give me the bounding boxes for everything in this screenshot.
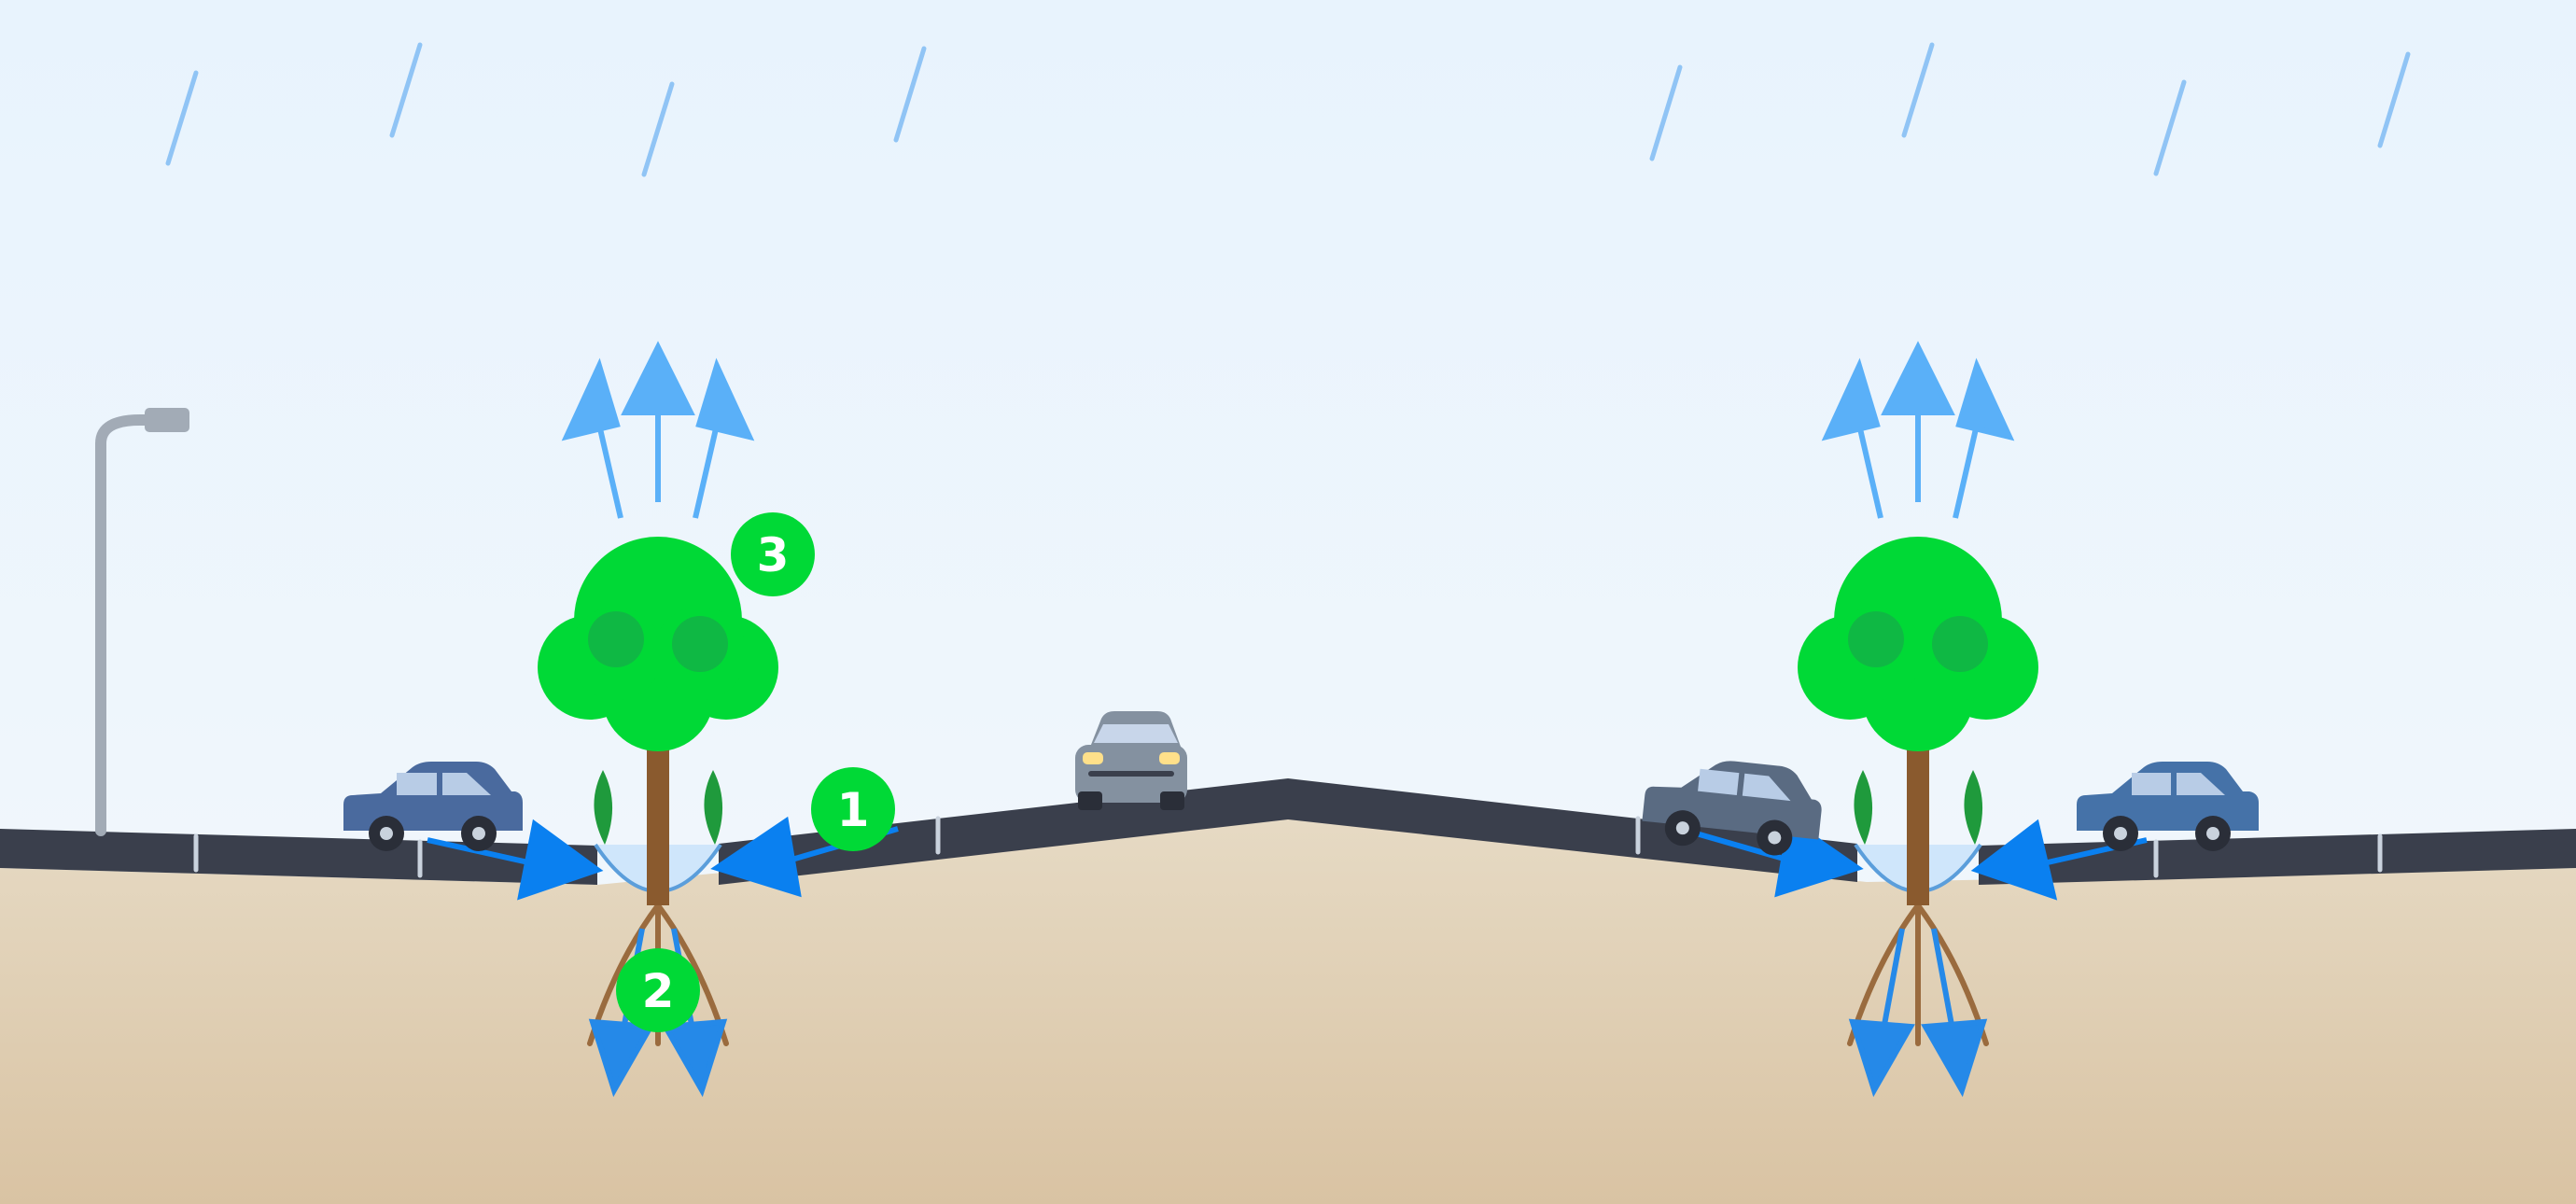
arrow-icon bbox=[517, 819, 604, 901]
car-icon bbox=[1075, 711, 1187, 810]
ground bbox=[0, 818, 2576, 1204]
grass-blade bbox=[594, 770, 613, 845]
grass-blade bbox=[1854, 770, 1873, 845]
canopy-spot bbox=[1848, 611, 1904, 667]
tree-unit-left bbox=[427, 341, 899, 1098]
arrow-icon bbox=[1774, 816, 1864, 898]
lane-markings bbox=[193, 816, 2383, 878]
runoff-arrows bbox=[1679, 816, 2148, 901]
badge-label: 3 bbox=[757, 528, 790, 582]
road-center bbox=[719, 778, 1857, 885]
canopy-spot bbox=[1932, 616, 1988, 672]
infiltration-arrows bbox=[1848, 928, 1988, 1098]
rain-drop-icon bbox=[641, 81, 675, 177]
rain-drop-icon bbox=[165, 70, 199, 166]
grass-blade bbox=[1964, 770, 1983, 845]
rain-drop-icon bbox=[389, 42, 423, 138]
arrow-icon bbox=[588, 1018, 655, 1098]
car-icon bbox=[1642, 761, 1822, 856]
arrow-icon bbox=[661, 1018, 728, 1098]
rain-drop-icon bbox=[2153, 79, 2187, 176]
rain-drop-icon bbox=[1901, 42, 1935, 138]
tree-unit-right bbox=[1679, 341, 2148, 1098]
rain-drop-icon bbox=[2377, 51, 2411, 148]
arrow-icon bbox=[695, 357, 755, 441]
tree-icon bbox=[1798, 537, 2038, 751]
infiltration-arrows bbox=[588, 928, 728, 1098]
arrow-icon bbox=[710, 816, 802, 898]
badge-evapotranspiration: 3 bbox=[731, 512, 815, 596]
tree-icon bbox=[538, 537, 778, 751]
car-icon bbox=[343, 762, 523, 851]
arrow-icon bbox=[621, 341, 695, 415]
car-icon bbox=[2077, 762, 2259, 851]
canopy-spot bbox=[588, 611, 644, 667]
arrow-icon bbox=[1921, 1018, 1988, 1098]
rain-drops bbox=[165, 42, 2411, 177]
arrow-icon bbox=[1821, 357, 1881, 441]
evaporation-arrows bbox=[561, 341, 755, 519]
grass-blade bbox=[704, 770, 723, 845]
badge-infiltration: 2 bbox=[616, 948, 700, 1032]
canopy-spot bbox=[672, 616, 728, 672]
arrow-icon bbox=[1970, 819, 2058, 901]
arrow-icon bbox=[561, 357, 621, 441]
streetlight-icon bbox=[95, 408, 189, 836]
tree-trunk bbox=[1907, 737, 1929, 905]
badge-label: 1 bbox=[837, 783, 870, 837]
evaporation-arrows bbox=[1821, 341, 2015, 519]
rain-drop-icon bbox=[1649, 64, 1683, 161]
tree-trunk bbox=[647, 737, 669, 905]
badge-label: 2 bbox=[642, 964, 675, 1018]
rain-drop-icon bbox=[893, 46, 927, 143]
arrow-icon bbox=[1848, 1018, 1915, 1098]
arrow-icon bbox=[1955, 357, 2015, 441]
arrow-icon bbox=[1881, 341, 1955, 415]
badge-runoff: 1 bbox=[811, 767, 895, 851]
